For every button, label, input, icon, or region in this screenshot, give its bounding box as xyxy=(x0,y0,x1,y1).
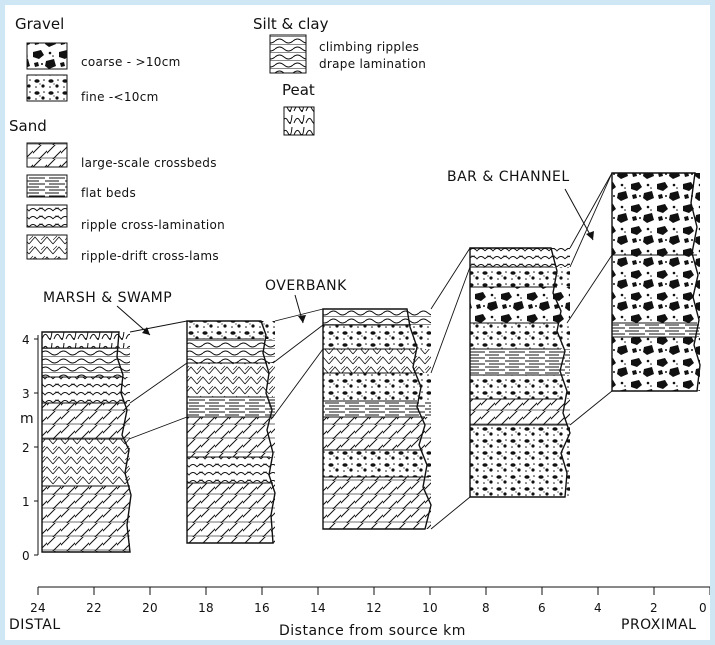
arrow-overbank-head xyxy=(298,315,306,323)
arrow-bar-channel-head xyxy=(586,231,594,240)
legend-flat-label: flat beds xyxy=(81,186,136,200)
label-marsh-swamp: MARSH & SWAMP xyxy=(43,290,172,306)
correlation-lines xyxy=(128,172,613,530)
x-tick-label: 2 xyxy=(650,601,658,615)
x-axis-proximal: PROXIMAL xyxy=(621,617,696,633)
legend-peat-heading: Peat xyxy=(282,81,315,99)
arrow-marsh-swamp-head xyxy=(142,327,150,335)
x-tick-label: 10 xyxy=(422,601,438,615)
legend-fine-label: fine -<10cm xyxy=(81,90,159,104)
x-tick-label: 24 xyxy=(30,601,46,615)
swatch-silt-clay xyxy=(269,34,307,74)
x-tick-label: 22 xyxy=(86,601,102,615)
column-4 xyxy=(469,247,571,498)
legend-sand-heading: Sand xyxy=(9,117,47,135)
y-axis-label: m xyxy=(20,411,34,427)
legend-climbing-label: climbing ripples xyxy=(319,40,419,54)
x-axis-label: Distance from source km xyxy=(279,623,466,639)
x-tick-label: 16 xyxy=(254,601,270,615)
x-tick-label: 14 xyxy=(310,601,326,615)
y-tick-4: 4 xyxy=(22,333,30,347)
label-bar-channel: BAR & CHANNEL xyxy=(447,169,570,185)
x-tick-label: 12 xyxy=(366,601,382,615)
y-tick-1: 1 xyxy=(22,495,30,509)
x-tick-label: 6 xyxy=(538,601,546,615)
legend-drape-label: drape lamination xyxy=(319,57,426,71)
legend-large-scale-label: large-scale crossbeds xyxy=(81,156,217,170)
swatch-ripple-cross-lamination xyxy=(26,204,68,228)
legend-ripple-drift-label: ripple-drift cross-lams xyxy=(81,249,219,263)
stratigraphic-diagram: Gravel coarse - >10cm fine -<10cm Sand l… xyxy=(9,15,711,639)
swatch-fine-gravel xyxy=(26,74,68,102)
x-tick-label: 20 xyxy=(142,601,158,615)
x-tick-label: 18 xyxy=(198,601,214,615)
x-axis-distal: DISTAL xyxy=(9,617,61,633)
swatch-large-scale-crossbeds xyxy=(26,142,68,168)
y-tick-2: 2 xyxy=(22,441,30,455)
column-distal xyxy=(41,331,132,553)
y-tick-3: 3 xyxy=(22,387,30,401)
column-3 xyxy=(322,308,432,530)
y-tick-0: 0 xyxy=(22,549,30,563)
swatch-ripple-drift xyxy=(26,234,68,260)
x-tick-label: 4 xyxy=(594,601,602,615)
x-tick-label: 8 xyxy=(482,601,490,615)
legend-coarse-label: coarse - >10cm xyxy=(81,55,181,69)
annotations: MARSH & SWAMP OVERBANK BAR & CHANNEL xyxy=(43,169,594,336)
legend-ripple-cross-label: ripple cross-lamination xyxy=(81,218,225,232)
label-overbank: OVERBANK xyxy=(265,278,347,294)
swatch-coarse-gravel xyxy=(26,42,68,70)
column-proximal xyxy=(611,172,701,392)
figure-frame: Gravel coarse - >10cm fine -<10cm Sand l… xyxy=(5,5,711,640)
legend-silt-clay-heading: Silt & clay xyxy=(253,15,329,33)
swatch-peat xyxy=(283,106,315,136)
column-2 xyxy=(186,320,276,544)
legend-gravel-heading: Gravel xyxy=(15,15,64,33)
y-axis: m 0 1 2 3 4 xyxy=(20,333,39,563)
arrow-bar-channel xyxy=(564,188,594,241)
swatch-flat-beds xyxy=(26,174,68,198)
legend: Gravel coarse - >10cm fine -<10cm Sand l… xyxy=(9,15,426,263)
x-tick-label: 0 xyxy=(699,601,707,615)
